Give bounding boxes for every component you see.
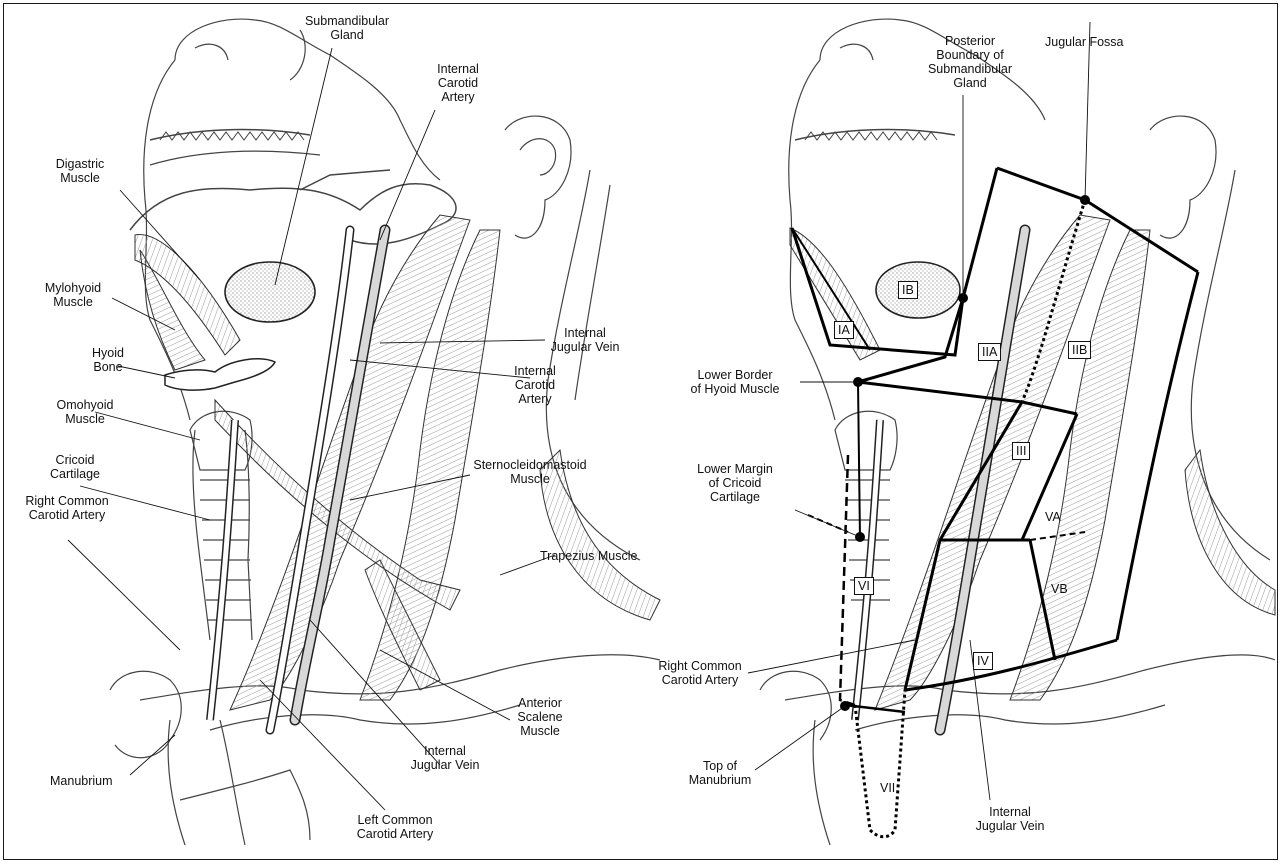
label-trapezius-muscle: Trapezius Muscle <box>540 549 670 563</box>
label-posterior-boundary: Posterior Boundary of Submandibular Glan… <box>915 34 1025 90</box>
right-muscles <box>790 215 1275 730</box>
label-internal-jugular-vein-lower: Internal Jugular Vein <box>395 744 495 772</box>
label-mylohyoid-muscle: Mylohyoid Muscle <box>28 281 118 309</box>
label-submandibular-gland: Submandibular Gland <box>302 14 392 42</box>
label-digastric-muscle: Digastric Muscle <box>40 157 120 185</box>
label-internal-carotid-artery-upper: Internal Carotid Artery <box>413 62 503 104</box>
label-hyoid-bone: Hyoid Bone <box>78 346 138 374</box>
label-lower-border-hyoid: Lower Border of Hyoid Muscle <box>680 368 790 396</box>
level-vb-label: VB <box>1048 581 1071 597</box>
label-internal-jugular-vein-right: Internal Jugular Vein <box>960 805 1060 833</box>
label-right-common-carotid-artery-left: Right Common Carotid Artery <box>12 494 122 522</box>
level-vi-box: VI <box>854 577 874 595</box>
level-iib-box: IIB <box>1068 341 1091 359</box>
label-left-common-carotid-artery: Left Common Carotid Artery <box>340 813 450 841</box>
label-omohyoid-muscle: Omohyoid Muscle <box>40 398 130 426</box>
level-vii-label: VII <box>877 780 898 796</box>
label-top-of-manubrium: Top of Manubrium <box>680 759 760 787</box>
level-iia-box: IIA <box>978 343 1001 361</box>
label-jugular-fossa: Jugular Fossa <box>1045 35 1155 49</box>
label-right-common-carotid-artery-right: Right Common Carotid Artery <box>645 659 755 687</box>
label-internal-jugular-vein-upper: Internal Jugular Vein <box>540 326 630 354</box>
level-ib-box: IB <box>898 281 918 299</box>
label-manubrium: Manubrium <box>50 774 140 788</box>
label-anterior-scalene-muscle: Anterior Scalene Muscle <box>505 696 575 738</box>
left-leader-lines <box>68 48 555 810</box>
level-iii-box: III <box>1012 442 1030 460</box>
level-va-label: VA <box>1042 509 1064 525</box>
level-iv-box: IV <box>973 652 993 670</box>
label-cricoid-cartilage: Cricoid Cartilage <box>30 453 120 481</box>
label-sternocleidomastoid-muscle: Sternocleidomastoid Muscle <box>460 458 600 486</box>
label-internal-carotid-artery-mid: Internal Carotid Artery <box>500 364 570 406</box>
level-ia-box: IA <box>834 321 854 339</box>
label-lower-margin-cricoid: Lower Margin of Cricoid Cartilage <box>690 462 780 504</box>
